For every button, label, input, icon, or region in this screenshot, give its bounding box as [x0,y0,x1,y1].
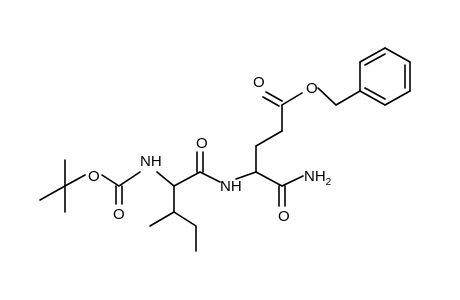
ester-oxygen: O [306,80,318,97]
bond-amide-c-nh2 [281,175,304,187]
amide-nh: NH [220,178,242,195]
bond-beta-c-methyl [149,211,175,227]
bond-ch2-ring [335,90,361,106]
bond-ring-inner-1 [364,53,386,66]
bond-o-carbamate-c [101,174,120,187]
boc-amine-nh: NH [140,153,162,170]
bond-carbamate-c-nh [118,171,141,187]
carbamate-ether-oxygen: O [88,168,100,185]
carbamate-carbonyl-oxygen: O [113,206,125,223]
amide-carbonyl-oxygen: O [196,135,208,152]
primary-amide-nh-text: NH [304,168,326,185]
bond-ester-c-o [281,92,303,106]
bond-amide-c-nh [199,171,221,183]
bond-ring-inner-3 [364,87,386,100]
bond-beta-c-ethyl [173,211,197,227]
bond-tbu-methyl-left [39,185,66,201]
bond-nh-alpha-c [156,171,175,187]
bond-ring-2 [359,47,386,63]
bond-ester-c-o-double-2 [265,91,283,102]
bond-gln-alpha-amide-c [255,171,283,187]
bond-ester-c-o-double-1 [262,96,280,107]
atom-labels: O O NH O NH O O O NH2 [88,74,332,225]
primary-amide-oxygen: O [278,208,290,225]
primary-amide-subscript: 2 [326,177,332,188]
bond-ring-6 [359,90,386,106]
primary-amide-nitrogen: NH2 [304,168,332,188]
bonds [39,47,411,252]
ester-carbonyl-oxygen: O [253,74,265,91]
bond-tbu-o [64,174,86,187]
bond-ring-3 [384,47,411,63]
bond-ester-o-ch2 [317,87,337,106]
bond-gln-beta-gamma [255,130,283,147]
bond-nh-gln-alpha [235,171,257,180]
bond-alpha-c-amide-c [173,171,201,187]
bond-ring-5 [384,90,411,106]
